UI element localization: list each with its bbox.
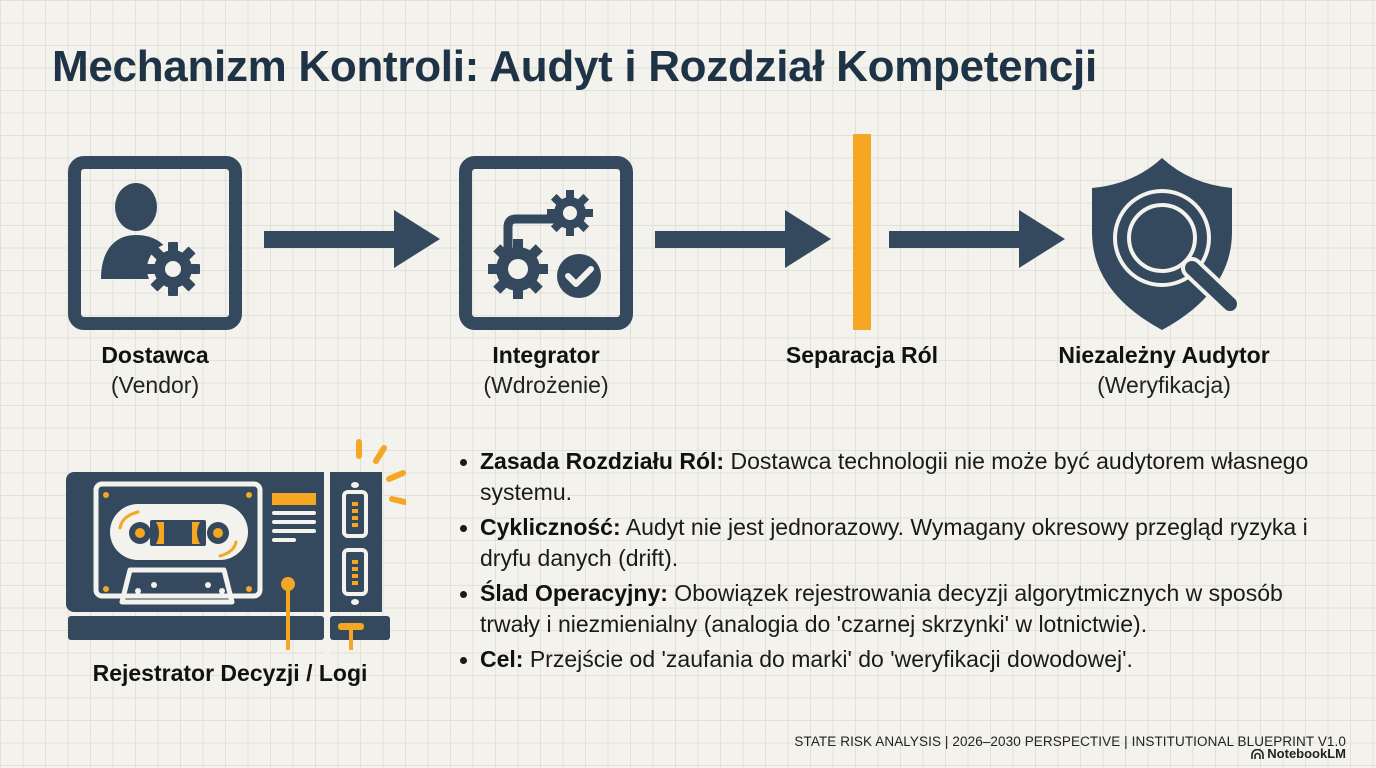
- shield-magnifier-check-icon: [1092, 158, 1241, 330]
- node-title: Integrator: [492, 342, 600, 368]
- gears-check-icon: [488, 190, 601, 299]
- notebooklm-logo-icon: [1251, 748, 1265, 759]
- bullet-text: Audyt nie jest jednorazowy. Wymagany okr…: [480, 514, 1308, 571]
- node-title: Separacja Ról: [785, 342, 939, 368]
- node-subtitle: (Wdrożenie): [483, 372, 609, 398]
- bullet-term: Cykliczność:: [480, 514, 621, 540]
- node-subtitle: (Weryfikacja): [1097, 372, 1231, 398]
- principles-list: Zasada Rozdziału Ról: Dostawca technolog…: [458, 446, 1338, 679]
- page-title: Mechanizm Kontroli: Audyt i Rozdział Kom…: [52, 42, 1097, 91]
- node-separation-label: Separacja Ról: [786, 340, 938, 370]
- node-integrator-label: Integrator (Wdrożenie): [483, 340, 608, 400]
- vendor-icon-box: [68, 156, 242, 330]
- list-item: Cykliczność: Audyt nie jest jednorazowy.…: [458, 512, 1338, 574]
- brand-name: NotebookLM: [1267, 746, 1346, 761]
- bullet-text: Obowiązek rejestrowania decyzji algorytm…: [480, 580, 1283, 637]
- bullet-term: Cel:: [480, 646, 524, 672]
- list-item: Cel: Przejście od 'zaufania do marki' do…: [458, 644, 1338, 675]
- node-auditor-label: Niezależny Audytor (Weryfikacja): [1058, 340, 1269, 400]
- arrow-right-icon: [264, 210, 440, 268]
- node-vendor-label: Dostawca (Vendor): [101, 340, 208, 400]
- cassette-recorder-icon: [66, 439, 406, 656]
- arrow-right-icon: [889, 210, 1065, 268]
- node-title: Dostawca: [101, 342, 209, 368]
- arrow-right-icon: [655, 210, 831, 268]
- node-subtitle: (Vendor): [110, 372, 200, 398]
- bullet-term: Ślad Operacyjny:: [480, 580, 668, 606]
- list-item: Ślad Operacyjny: Obowiązek rejestrowania…: [458, 578, 1338, 640]
- user-gear-icon: [101, 183, 200, 296]
- bullet-term: Zasada Rozdziału Ról:: [480, 448, 725, 474]
- list-item: Zasada Rozdziału Ról: Dostawca technolog…: [458, 446, 1338, 508]
- brand-badge: NotebookLM: [1251, 746, 1346, 761]
- bullet-text: Dostawca technologii nie może być audyto…: [480, 448, 1309, 505]
- separator-bar-icon: [853, 134, 871, 330]
- footer-text: STATE RISK ANALYSIS | 2026–2030 PERSPECT…: [794, 734, 1346, 749]
- integrator-icon-box: [459, 156, 633, 330]
- node-title: Niezależny Audytor: [1058, 342, 1270, 368]
- bullet-text: Przejście od 'zaufania do marki' do 'wer…: [523, 646, 1133, 672]
- recorder-label: Rejestrator Decyzji / Logi: [92, 660, 368, 686]
